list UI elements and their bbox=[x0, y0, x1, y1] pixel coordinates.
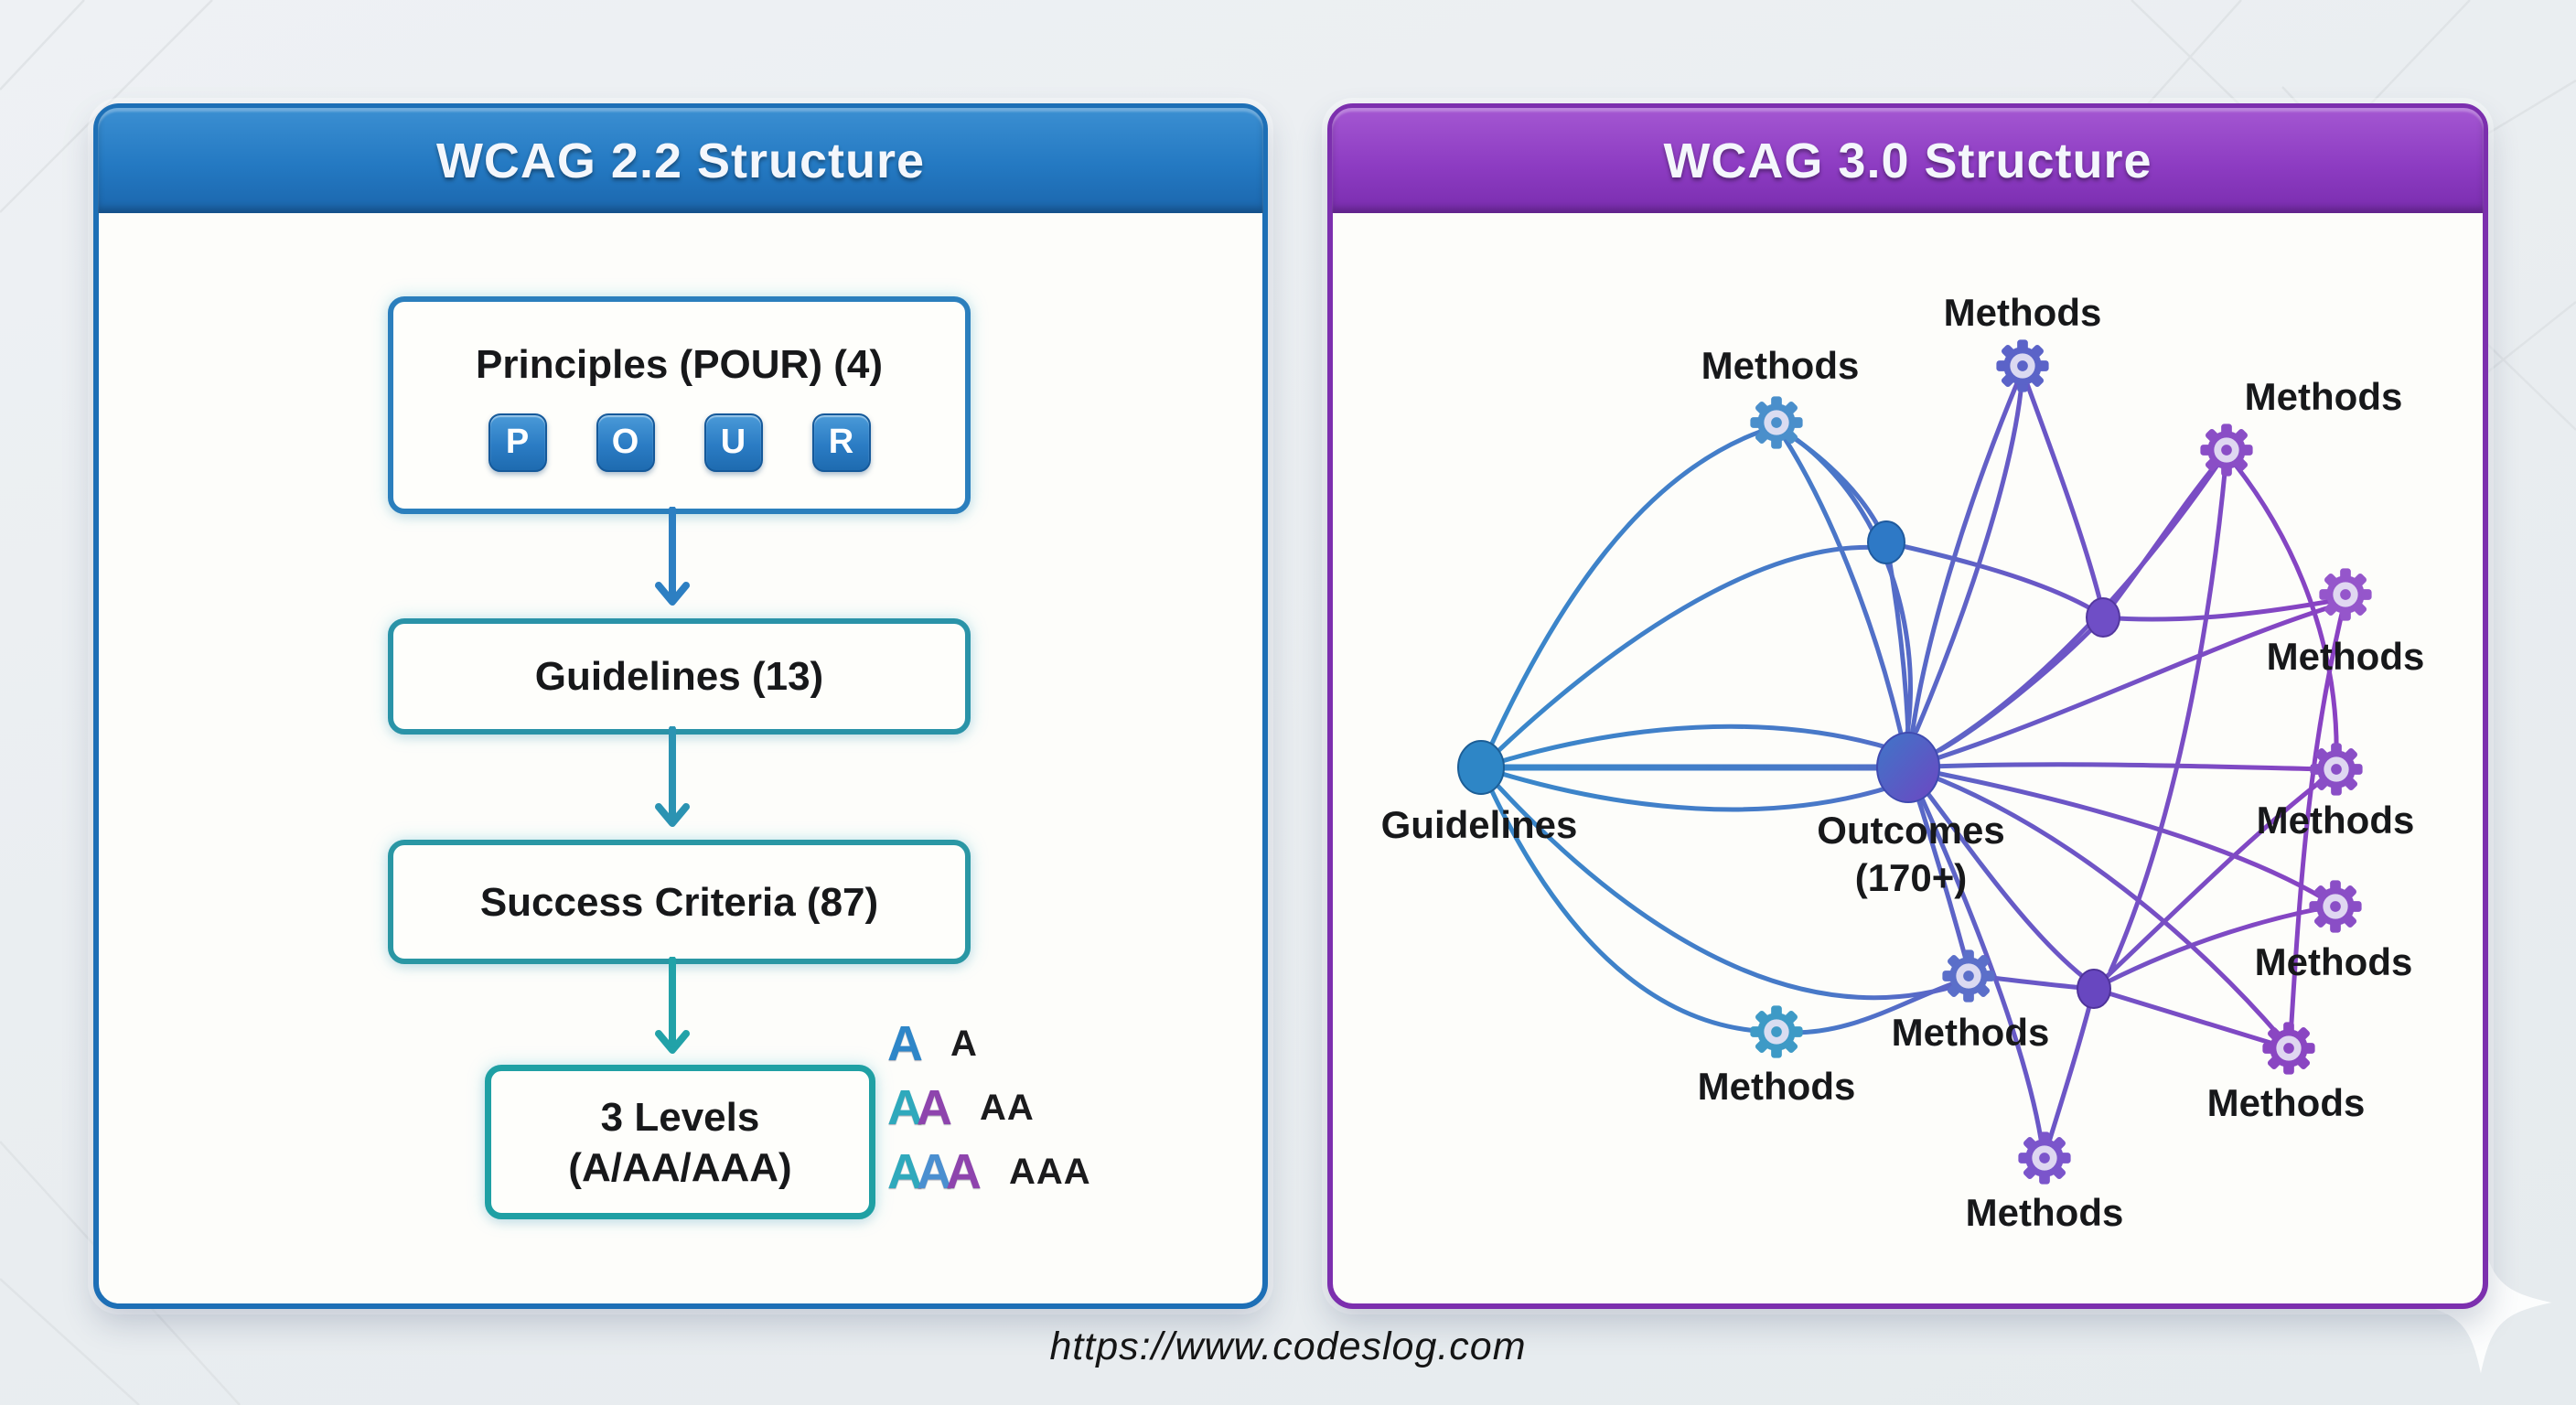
methods-label-right-2: Methods bbox=[2257, 799, 2415, 842]
wcag22-panel: WCAG 2.2 Structure Principles (POUR) (4)… bbox=[93, 103, 1268, 1309]
methods-label-bottom: Methods bbox=[1966, 1191, 2124, 1234]
footer-url: https://www.codeslog.com bbox=[1049, 1325, 1527, 1368]
outcomes-count-label: (170+) bbox=[1855, 856, 1968, 899]
wcag22-title: WCAG 2.2 Structure bbox=[435, 133, 926, 188]
arrow-down-1 bbox=[655, 507, 690, 606]
arrow-down-2 bbox=[655, 726, 690, 827]
principles-label: Principles (POUR) (4) bbox=[476, 341, 883, 387]
gear-icon-right-4 bbox=[2262, 1022, 2315, 1075]
level-aaa-icon-1: A bbox=[887, 1144, 923, 1199]
wcag22-header: WCAG 2.2 Structure bbox=[98, 108, 1263, 213]
methods-label-top-right: Methods bbox=[2245, 375, 2403, 418]
methods-label-right-3: Methods bbox=[2255, 940, 2413, 983]
legend-row-aa: A A AA bbox=[887, 1081, 1091, 1134]
guidelines-node-label: Guidelines bbox=[1381, 803, 1578, 846]
method-gears bbox=[1750, 339, 2372, 1185]
sparkle-shape bbox=[2410, 1231, 2552, 1374]
gear-icon-right-2 bbox=[2310, 743, 2363, 796]
methods-label-bottom-left: Methods bbox=[1698, 1065, 1856, 1108]
junction-node-purple-lower bbox=[2077, 969, 2111, 1009]
guidelines-box: Guidelines (13) bbox=[388, 618, 971, 735]
arrow-down-3 bbox=[655, 957, 690, 1054]
gear-icon-right-1 bbox=[2319, 568, 2372, 621]
junction-node-purple-upper bbox=[2086, 597, 2120, 638]
gear-icon-right-3 bbox=[2309, 880, 2362, 933]
level-a-icon: A bbox=[887, 1016, 923, 1071]
gear-icon-top-left bbox=[1750, 396, 1803, 449]
wcag30-title: WCAG 3.0 Structure bbox=[1663, 133, 2152, 188]
gear-icon-top-center bbox=[1996, 339, 2049, 392]
levels-label-line1: 3 Levels bbox=[600, 1094, 760, 1140]
wcag30-panel: WCAG 3.0 Structure bbox=[1327, 103, 2488, 1309]
methods-label-top-center: Methods bbox=[1944, 291, 2102, 334]
network-diagram: Guidelines Outcomes (170+) Methods Metho… bbox=[1381, 291, 2425, 1234]
levels-label-line2: (A/AA/AAA) bbox=[568, 1144, 792, 1190]
methods-label-top-left: Methods bbox=[1701, 344, 1860, 387]
success-criteria-box: Success Criteria (87) bbox=[388, 840, 971, 964]
pour-chip-p: P bbox=[488, 413, 547, 472]
pour-chip-o: O bbox=[596, 413, 655, 472]
legend-label-aa: AA bbox=[980, 1087, 1035, 1128]
level-aa-icon-2: A bbox=[917, 1080, 952, 1135]
level-aaa-icon-3: A bbox=[946, 1144, 982, 1199]
success-criteria-label: Success Criteria (87) bbox=[479, 879, 879, 925]
methods-label-right-4: Methods bbox=[2207, 1081, 2366, 1124]
network-nodes bbox=[1457, 520, 2120, 1009]
gear-icon-bottom bbox=[2018, 1132, 2071, 1185]
gear-icon-top-right bbox=[2200, 424, 2253, 477]
wcag30-body: Guidelines Outcomes (170+) Methods Metho… bbox=[1333, 214, 2483, 1303]
network-labels: Guidelines Outcomes (170+) Methods Metho… bbox=[1381, 291, 2425, 1234]
outcomes-node bbox=[1876, 732, 1940, 803]
pour-chips: P O U R bbox=[488, 413, 871, 472]
wcag30-header: WCAG 3.0 Structure bbox=[1332, 108, 2484, 213]
guidelines-node bbox=[1457, 740, 1505, 795]
legend-label-aaa: AAA bbox=[1009, 1151, 1091, 1192]
gear-icon-bottom-left bbox=[1750, 1005, 1803, 1058]
junction-node-blue bbox=[1867, 520, 1905, 564]
level-aa-icon-1: A bbox=[887, 1080, 923, 1135]
legend-label-a: A bbox=[950, 1023, 978, 1064]
gear-icon-bottom-mid bbox=[1942, 949, 1995, 1003]
principles-box: Principles (POUR) (4) P O U R bbox=[388, 296, 971, 514]
legend-row-a: A A bbox=[887, 1017, 1091, 1070]
pour-chip-r: R bbox=[811, 413, 871, 472]
methods-label-right-1: Methods bbox=[2267, 635, 2425, 678]
outcomes-node-label: Outcomes bbox=[1817, 809, 2004, 852]
guidelines-label: Guidelines (13) bbox=[534, 654, 824, 699]
levels-legend: A A A A AA A A A AAA bbox=[887, 1017, 1091, 1198]
methods-label-bottom-mid: Methods bbox=[1892, 1011, 2050, 1054]
wcag22-body: Principles (POUR) (4) P O U R Guidelines… bbox=[99, 214, 1262, 1303]
pour-chip-u: U bbox=[703, 413, 763, 472]
levels-box: 3 Levels (A/AA/AAA) bbox=[485, 1065, 875, 1219]
legend-row-aaa: A A A AAA bbox=[887, 1145, 1091, 1198]
level-aaa-icon-2: A bbox=[917, 1144, 952, 1199]
